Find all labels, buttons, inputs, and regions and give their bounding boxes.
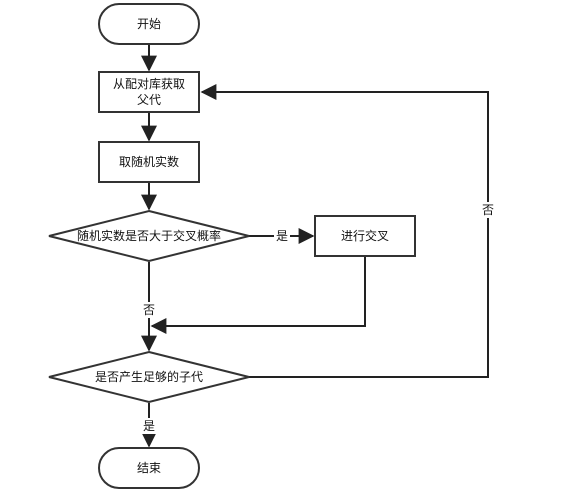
crossover-yes-label-bg [274,228,290,244]
select-parents-label-line2: 父代 [137,93,161,107]
random-number-label: 取随机实数 [119,154,179,169]
enough-yes-label-bg [141,418,157,434]
enough-children-decision [48,350,250,404]
enough-no-label: 否 [482,203,494,217]
select-parents-label-line1: 从配对库获取 [113,76,185,91]
select-parents-process [98,71,200,113]
crossover-no-label: 否 [143,303,155,317]
edge-labels: 是 否 是 否 [141,202,496,434]
crossover-check-decision [48,209,250,263]
enough-yes-label: 是 [143,419,155,433]
crossover-check-label: 随机实数是否大于交叉概率 [77,228,221,243]
do-crossover-process [314,215,416,257]
edge-enough-loop-back [200,84,489,378]
do-crossover-label: 进行交叉 [341,228,389,243]
start-terminal [98,3,200,45]
start-label: 开始 [137,17,161,31]
random-number-process [98,141,200,183]
end-terminal [98,447,200,489]
edge-crossover-to-merge [150,256,366,334]
end-label: 结束 [137,461,161,475]
nodes: 开始 从配对库获取 父代 取随机实数 随机实数是否大于交叉概率 进行交叉 是否产… [48,3,416,489]
crossover-yes-label: 是 [276,229,288,243]
enough-no-label-bg [480,202,496,218]
enough-children-label: 是否产生足够的子代 [95,369,203,384]
crossover-no-label-bg [141,302,157,318]
